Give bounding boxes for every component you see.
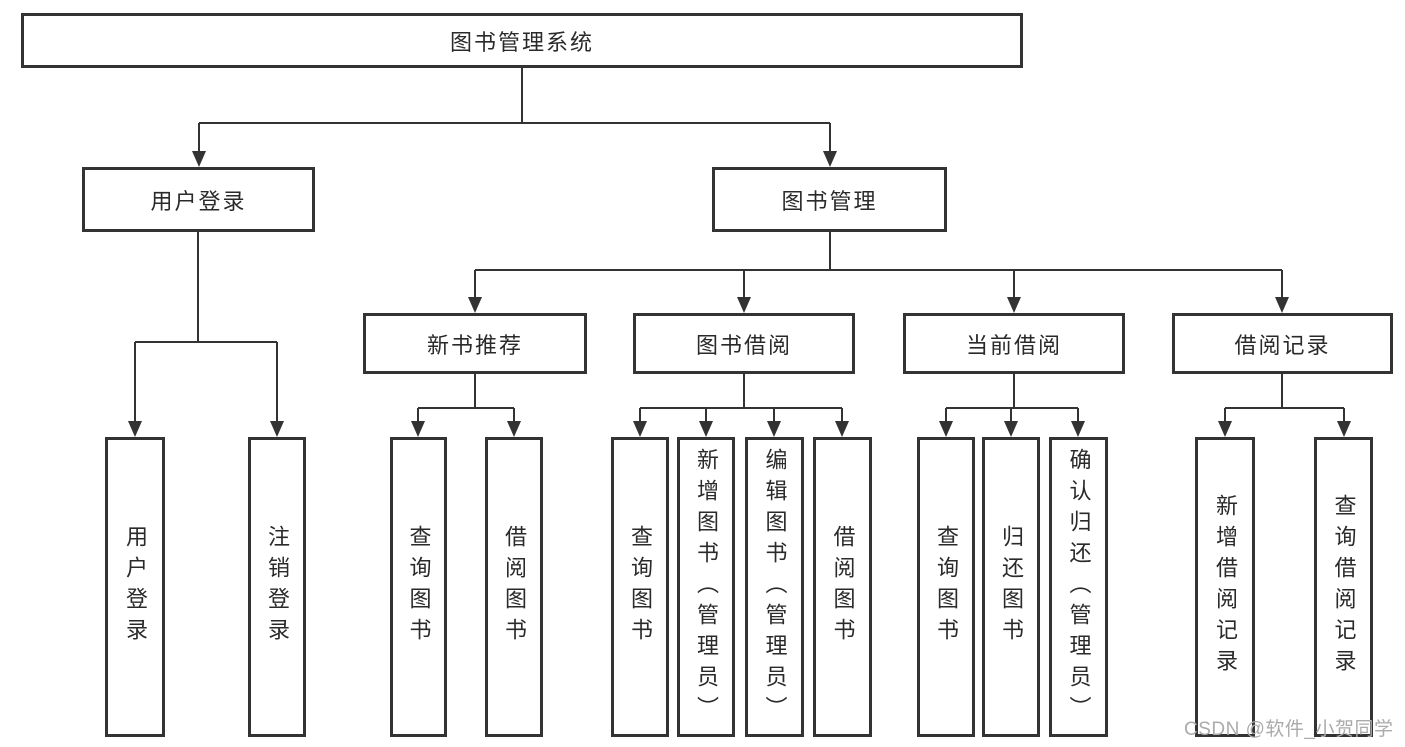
csdn-watermark: CSDN @软件_小贺同学 xyxy=(1184,719,1394,740)
leaf-borrow-books-rec: 借阅图书 xyxy=(485,437,543,737)
arrow-down-icon xyxy=(939,421,953,437)
arrow-down-icon xyxy=(128,421,142,437)
arrow-down-icon xyxy=(411,421,425,437)
arrow-down-icon xyxy=(468,297,482,313)
arrow-down-icon xyxy=(1007,297,1021,313)
connector-book-borrow-children xyxy=(633,374,849,437)
arrow-down-icon xyxy=(633,421,647,437)
arrow-down-icon xyxy=(507,421,521,437)
leaf-query-books-borrow: 查询图书 xyxy=(611,437,669,737)
arrow-down-icon xyxy=(767,421,781,437)
node-library-system: 图书管理系统 xyxy=(21,13,1023,68)
node-current-borrow: 当前借阅 xyxy=(903,313,1125,374)
arrow-down-icon xyxy=(1071,421,1085,437)
arrow-down-icon xyxy=(270,421,284,437)
leaf-query-books-current: 查询图书 xyxy=(917,437,975,737)
leaf-add-books-admin: 新增图书（管理员） xyxy=(677,437,735,737)
arrow-down-icon xyxy=(1275,297,1289,313)
leaf-logout: 注销登录 xyxy=(248,437,306,737)
connector-user-login-children xyxy=(128,232,284,437)
arrow-down-icon xyxy=(737,297,751,313)
node-new-book-recommend: 新书推荐 xyxy=(363,313,587,374)
leaf-query-books-rec: 查询图书 xyxy=(390,437,447,737)
leaf-edit-books-admin: 编辑图书（管理员） xyxy=(745,437,804,737)
arrow-down-icon xyxy=(1004,421,1018,437)
arrow-down-icon xyxy=(192,151,206,167)
node-borrow-records: 借阅记录 xyxy=(1172,313,1393,374)
leaf-query-borrow-record: 查询借阅记录 xyxy=(1314,437,1373,737)
arrow-down-icon xyxy=(1337,421,1351,437)
leaf-user-login: 用户登录 xyxy=(105,437,165,737)
connector-new-book-rec-children xyxy=(411,374,521,437)
node-user-login: 用户登录 xyxy=(82,167,315,232)
arrow-down-icon xyxy=(835,421,849,437)
connector-root-to-level2 xyxy=(192,68,837,167)
connector-current-borrow-children xyxy=(939,374,1085,437)
arrow-down-icon xyxy=(1218,421,1232,437)
node-book-borrow: 图书借阅 xyxy=(633,313,855,374)
node-book-management: 图书管理 xyxy=(712,167,947,232)
connector-borrow-records-children xyxy=(1218,374,1351,437)
leaf-confirm-return-admin: 确认归还（管理员） xyxy=(1049,437,1108,737)
arrow-down-icon xyxy=(823,151,837,167)
connector-book-mgmt-to-level3 xyxy=(468,232,1289,313)
leaf-return-books: 归还图书 xyxy=(982,437,1040,737)
arrow-down-icon xyxy=(699,421,713,437)
leaf-borrow-books: 借阅图书 xyxy=(813,437,872,737)
leaf-add-borrow-record: 新增借阅记录 xyxy=(1195,437,1255,737)
